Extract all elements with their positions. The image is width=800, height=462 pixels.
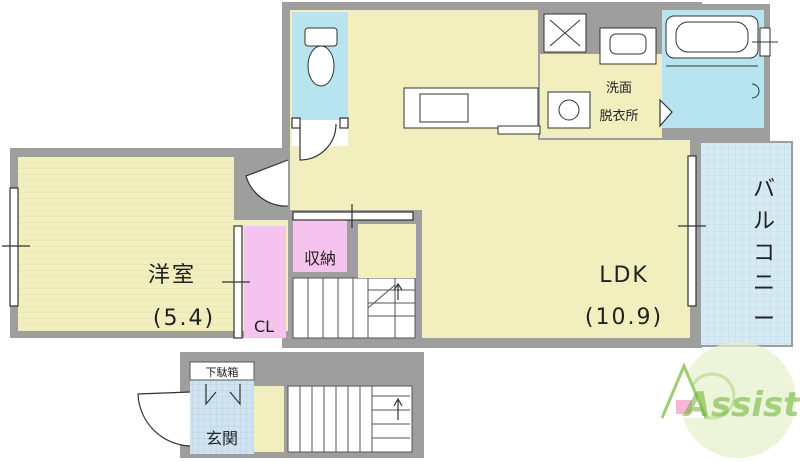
- balcony-char-3: コ: [753, 241, 777, 266]
- entrance-label: 玄関: [206, 429, 238, 448]
- balcony-char-4: ニ: [753, 271, 777, 296]
- assist-logo: Assist: [660, 342, 800, 458]
- balcony-char-1: バ: [753, 177, 777, 202]
- logo-text: Assist: [682, 385, 800, 425]
- closet: [244, 226, 286, 338]
- storage-label: 収納: [304, 249, 336, 268]
- washroom-label-2: 脱衣所: [599, 108, 638, 124]
- ldk-size: (10.9): [585, 305, 663, 330]
- washroom: [540, 27, 662, 138]
- balcony-char-2: ル: [753, 209, 777, 234]
- washroom-label-1: 洗面: [606, 81, 632, 96]
- closet-label: CL: [254, 317, 274, 336]
- entrance-area: [189, 361, 413, 454]
- ldk-name: LDK: [599, 263, 649, 288]
- storage: [293, 220, 347, 272]
- kitchen-counter: [403, 87, 541, 135]
- shoe-box-label: 下駄箱: [206, 365, 239, 379]
- balcony-char-5: ー: [753, 307, 777, 332]
- bathroom: [662, 10, 778, 128]
- toilet-bowl: [307, 45, 335, 87]
- washing-machine: [547, 91, 591, 129]
- toilet-tank: [304, 27, 338, 47]
- doors-windows: [2, 98, 706, 447]
- stairs-upper: [292, 224, 416, 339]
- western-room-size: (5.4): [153, 306, 215, 331]
- western-room-name: 洋室: [148, 263, 196, 288]
- fridge-space: [543, 13, 587, 53]
- balcony: [699, 141, 793, 347]
